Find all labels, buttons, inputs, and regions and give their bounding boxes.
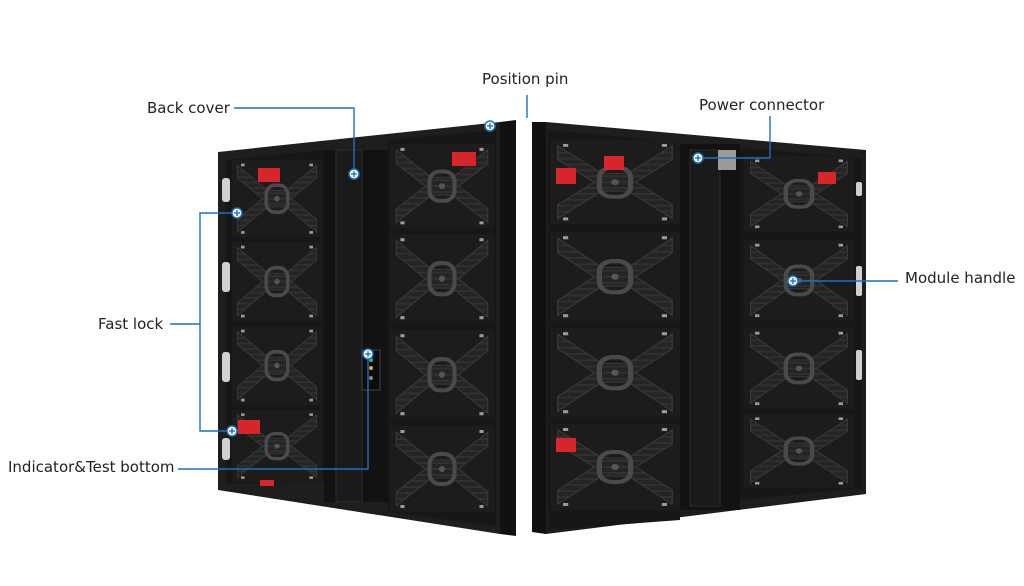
fast-lock-marker-icon	[226, 425, 238, 437]
callout-lines	[170, 95, 898, 470]
label-position-pin: Position pin	[482, 70, 569, 88]
position-pin-marker-icon	[484, 120, 496, 132]
label-module-handle: Module handle	[905, 269, 1016, 287]
module-handle-marker-icon	[787, 275, 799, 287]
label-back-cover: Back cover	[147, 99, 230, 117]
label-indicator-test: Indicator&Test bottom	[8, 458, 175, 476]
indicator-test-marker-icon	[362, 348, 374, 360]
power-connector-marker-icon	[692, 152, 704, 164]
label-fast-lock: Fast lock	[98, 315, 164, 333]
label-power-connector: Power connector	[699, 96, 825, 114]
left-cabinet	[218, 120, 516, 536]
right-cabinet	[532, 122, 866, 534]
fast-lock-marker-icon	[231, 207, 243, 219]
back-cover-marker-icon	[348, 168, 360, 180]
